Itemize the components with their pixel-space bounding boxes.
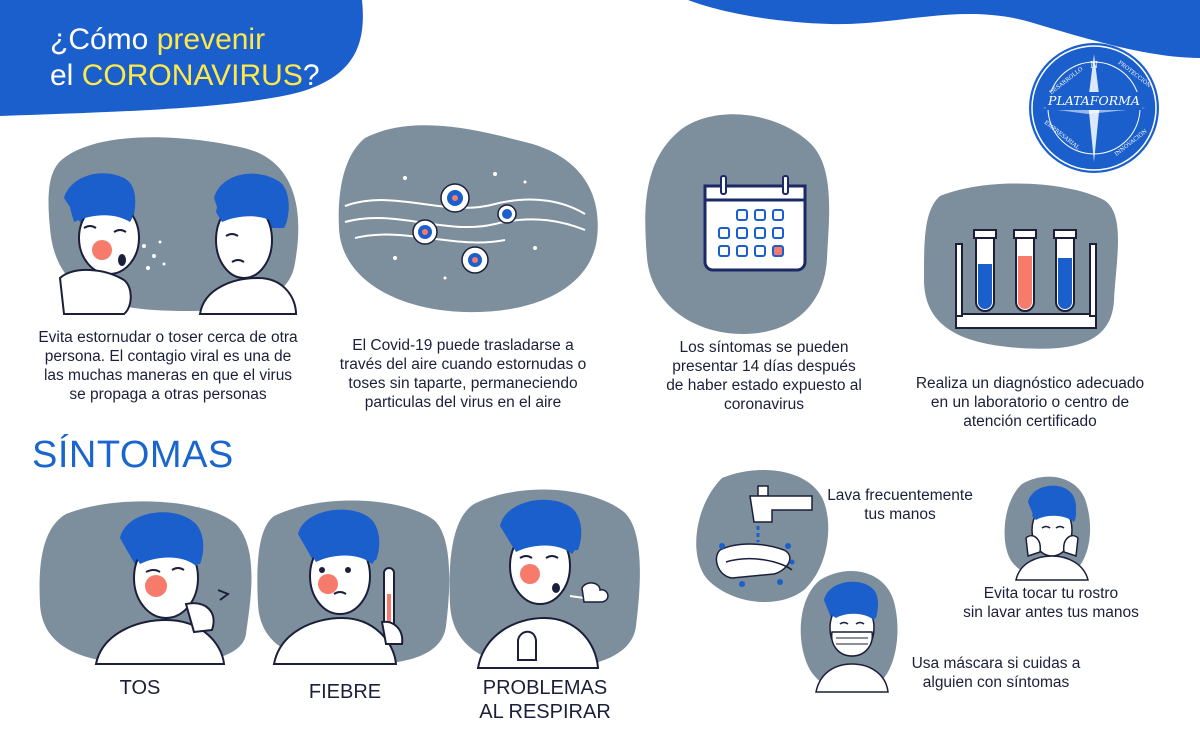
face-touch-illustration bbox=[1004, 476, 1091, 581]
prevention-caption-3: Los síntomas se pueden presentar 14 días… bbox=[666, 339, 862, 413]
test-tubes-illustration bbox=[924, 183, 1118, 349]
symptom-label-fever: FIEBRE bbox=[308, 681, 382, 703]
mask-illustration bbox=[800, 571, 898, 693]
calendar-illustration bbox=[645, 114, 830, 335]
page-title: ¿Cómo prevenir el CORONAVIRUS? bbox=[50, 23, 320, 92]
symptom-label-breathing: PROBLEMAS AL RESPIRAR bbox=[479, 677, 611, 723]
plataforma-logo: PLATAFORMA N DESARROLLO PROTECCIÓN EMPRE… bbox=[1029, 43, 1159, 173]
breathing-illustration bbox=[449, 489, 640, 669]
cough-illustration bbox=[39, 501, 252, 665]
top-right-wave bbox=[688, 0, 1200, 58]
prevention-caption-2: El Covid-19 puede trasladarse a través d… bbox=[339, 337, 587, 411]
prevention-caption-4: Realiza un diagnóstico adecuado en un la… bbox=[915, 375, 1145, 430]
fever-illustration bbox=[257, 500, 450, 665]
virus-air-illustration bbox=[338, 125, 598, 313]
logo-text: PLATAFORMA bbox=[1047, 93, 1140, 108]
symptom-label-cough: TOS bbox=[119, 677, 161, 699]
prevention-caption-1: Evita estornudar o toser cerca de otra p… bbox=[38, 329, 298, 403]
logo-north: N bbox=[1090, 61, 1098, 71]
virus-particle bbox=[440, 183, 470, 213]
symptoms-heading: SÍNTOMAS bbox=[32, 434, 234, 476]
sneeze-illustration bbox=[48, 137, 299, 315]
hand-washing-illustration bbox=[696, 470, 829, 603]
